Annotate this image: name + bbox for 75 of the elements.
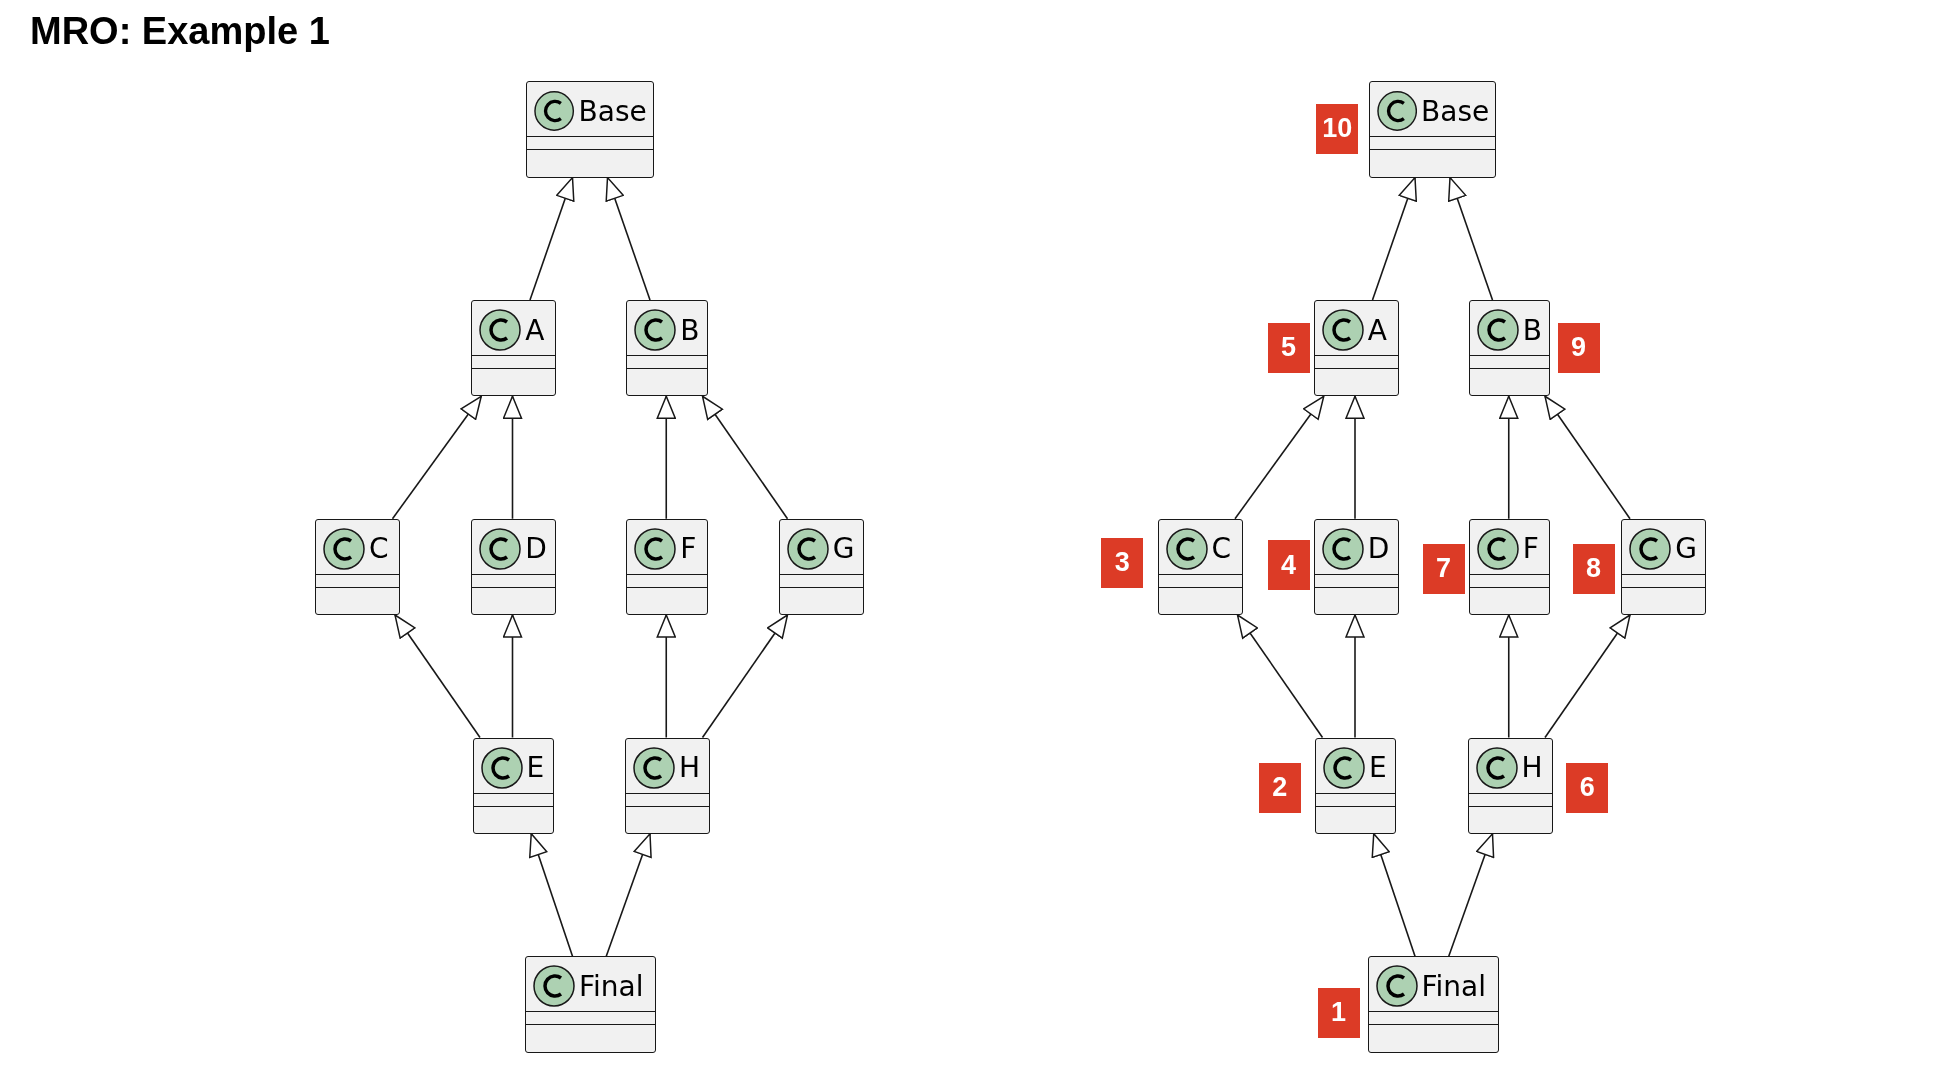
inheritance-arrow — [1345, 614, 1365, 739]
inheritance-arrow — [529, 832, 574, 958]
class-box — [525, 956, 657, 1053]
class-box — [1313, 300, 1399, 397]
class-box — [315, 518, 400, 615]
order-badge: 8 — [1572, 543, 1615, 594]
class-name: Base — [578, 94, 647, 128]
class-name: E — [526, 751, 545, 784]
class-name: A — [525, 313, 545, 347]
order-badge: 3 — [1101, 537, 1144, 588]
inheritance-arrow — [529, 176, 575, 301]
inheritance-arrow — [701, 395, 789, 520]
inheritance-arrow — [605, 176, 651, 301]
class-name: E — [1369, 751, 1387, 784]
class-name: D — [525, 532, 547, 566]
inheritance-arrow — [1499, 614, 1519, 739]
inheritance-arrow — [1345, 395, 1365, 520]
class-box — [1368, 81, 1497, 178]
class-name: D — [1367, 532, 1390, 566]
class-box — [1315, 737, 1397, 834]
inheritance-arrow — [656, 395, 676, 520]
inheritance-arrow — [1236, 614, 1324, 739]
class-name: Final — [1421, 969, 1487, 1003]
class-name: Final — [579, 969, 644, 1003]
inheritance-arrow — [391, 395, 483, 520]
class-name: H — [1521, 751, 1543, 784]
class-box — [778, 518, 864, 615]
class-box — [1313, 518, 1399, 615]
inheritance-arrow — [1234, 395, 1325, 520]
class-name: B — [680, 313, 700, 347]
order-badge: 1 — [1317, 987, 1360, 1038]
class-name: G — [832, 532, 855, 566]
inheritance-arrow — [394, 614, 481, 739]
class-name: G — [1675, 532, 1697, 566]
class-box — [472, 737, 554, 834]
class-box — [1367, 956, 1499, 1053]
inheritance-arrow — [1371, 176, 1418, 301]
class-box — [626, 300, 708, 397]
class-box — [1467, 737, 1553, 834]
class-name: Base — [1421, 94, 1490, 128]
inheritance-arrow — [605, 832, 652, 958]
order-badge: 9 — [1557, 322, 1600, 373]
order-badge: 10 — [1316, 103, 1359, 154]
inheritance-arrow — [1371, 832, 1416, 958]
inheritance-arrow — [1544, 614, 1631, 739]
class-box — [625, 737, 710, 834]
order-badge: 5 — [1267, 322, 1310, 373]
class-name: A — [1367, 313, 1387, 347]
order-badge: 4 — [1267, 540, 1310, 590]
inheritance-arrow — [1447, 832, 1495, 958]
class-name: C — [1211, 532, 1232, 566]
order-badge: 6 — [1566, 762, 1609, 813]
class-box — [471, 518, 557, 615]
class-box — [1621, 518, 1707, 615]
class-box — [1468, 300, 1550, 397]
title: MRO: Example 1 — [30, 10, 330, 53]
class-box — [1157, 518, 1243, 615]
order-badge: 2 — [1258, 762, 1301, 813]
class-name: C — [369, 532, 389, 566]
class-box — [626, 518, 708, 615]
class-name: B — [1522, 313, 1542, 347]
inheritance-arrow — [1544, 395, 1631, 520]
inheritance-arrow — [701, 614, 789, 739]
inheritance-arrow — [656, 614, 676, 739]
class-name: H — [679, 751, 701, 784]
class-name: F — [680, 532, 697, 566]
class-box — [526, 81, 654, 178]
inheritance-arrow — [1447, 176, 1494, 301]
order-badge: 7 — [1422, 543, 1465, 594]
class-box — [1468, 518, 1550, 615]
class-box — [471, 300, 557, 397]
inheritance-arrow — [502, 395, 523, 520]
inheritance-arrow — [1499, 395, 1519, 520]
inheritance-arrow — [502, 614, 523, 739]
class-name: F — [1522, 532, 1539, 566]
